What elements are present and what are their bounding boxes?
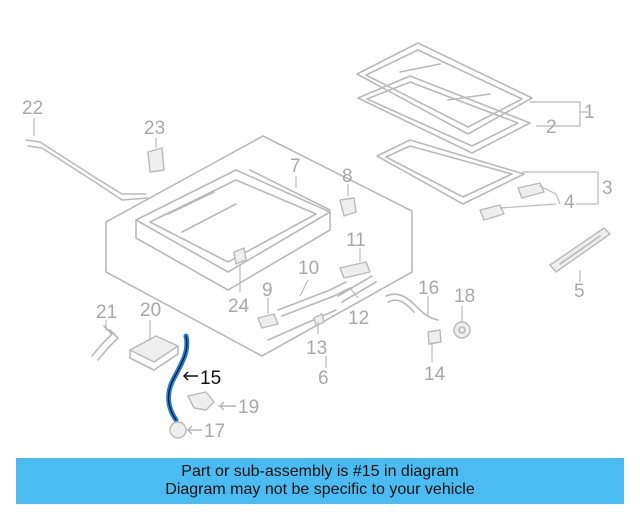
callout-11: 11 [346,230,366,251]
part-23-piece[interactable] [147,147,165,173]
callout-24: 24 [228,296,250,317]
part-5-rail[interactable] [549,227,611,273]
part-10-cable[interactable] [277,281,351,317]
part-11-motor[interactable] [339,261,371,279]
callout-13: 13 [306,338,327,359]
callout-19-arrow [218,401,236,411]
callout-23: 23 [144,118,165,139]
callout-2: 2 [546,117,557,138]
part-22-trim-strip[interactable] [25,139,149,201]
part-18-grommet[interactable] [453,321,471,339]
callout-10: 10 [298,258,319,279]
callout-22: 22 [22,98,43,119]
callout-4: 4 [564,192,575,213]
callout-8: 8 [342,166,353,187]
part-6-roof-frame[interactable] [105,135,413,357]
part-12-rod[interactable] [337,275,377,303]
part-1-glass-panel[interactable] [356,42,533,135]
callout-19: 19 [238,397,259,418]
callout-15-arrow [182,371,198,381]
callout-1: 1 [584,102,595,123]
callout-17-arrow [186,425,202,435]
part-16-drain-hose[interactable] [385,293,439,321]
callout-20: 20 [140,300,161,321]
part-2-glass-seal[interactable] [357,75,531,154]
callout-21: 21 [96,302,117,323]
callout-14: 14 [424,364,446,385]
part-20-module[interactable] [129,335,179,371]
callout-3: 3 [602,178,613,199]
part-21-hose[interactable] [91,325,119,361]
part-3-frame[interactable] [376,139,525,205]
callout-18: 18 [454,286,475,307]
part-7-housing[interactable] [135,169,331,291]
part-4-brackets[interactable] [479,182,545,221]
part-14-plug[interactable] [427,329,442,345]
banner-line-2: Diagram may not be specific to your vehi… [165,481,475,498]
callout-6: 6 [318,368,329,389]
callout-15: 15 [200,368,221,389]
part-15-drain-hose[interactable] [166,333,190,423]
callout-9: 9 [262,280,273,301]
part-17-clamp[interactable] [169,421,187,439]
part-19-bracket[interactable] [187,391,215,411]
info-banner: Part or sub-assembly is #15 in diagram D… [16,458,624,504]
callout-7: 7 [290,156,301,177]
callout-16: 16 [418,278,439,299]
callout-5: 5 [574,281,585,302]
part-8-clip[interactable] [339,197,357,217]
callout-17: 17 [204,421,225,442]
part-13-guide[interactable] [267,309,337,341]
banner-line-1: Part or sub-assembly is #15 in diagram [181,463,459,480]
part-9-bracket[interactable] [257,313,279,329]
part-24-clip[interactable] [233,247,247,265]
callout-12: 12 [348,308,369,329]
